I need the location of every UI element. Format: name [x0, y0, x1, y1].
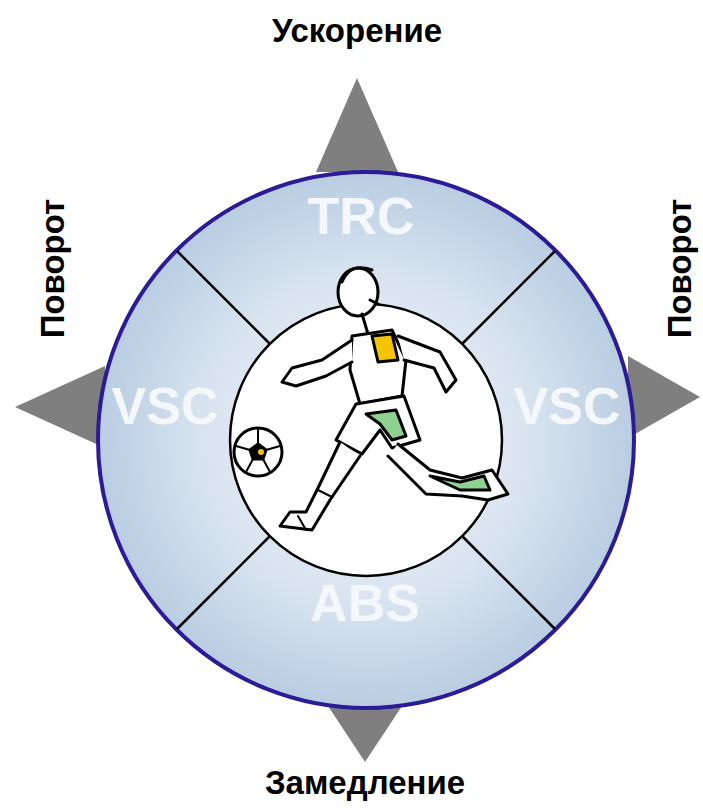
inner-circle: [230, 304, 502, 576]
system-label: TRC: [308, 190, 415, 242]
direction-label: Поворот: [663, 198, 696, 338]
arrow-up: [316, 78, 398, 172]
direction-label: Замедление: [265, 766, 465, 799]
footballer-figure: [234, 268, 508, 530]
sector-node: TRC: [308, 190, 415, 242]
sector-node: ABS: [310, 577, 420, 629]
sector-node: VSC: [514, 380, 621, 432]
direction-label: Ускорение: [272, 14, 442, 47]
arrow-right: [628, 356, 700, 438]
system-label: ABS: [310, 577, 420, 629]
divider-line: [462, 536, 555, 629]
divider-line: [462, 251, 555, 344]
system-label: VSC: [112, 380, 219, 432]
divider-line: [177, 251, 270, 344]
direction-label: Поворот: [37, 198, 70, 338]
arrow-left: [15, 366, 105, 448]
sector-node: VSC: [112, 380, 219, 432]
system-label: VSC: [514, 380, 621, 432]
divider-line: [177, 536, 270, 629]
outer-circle: [98, 172, 634, 708]
